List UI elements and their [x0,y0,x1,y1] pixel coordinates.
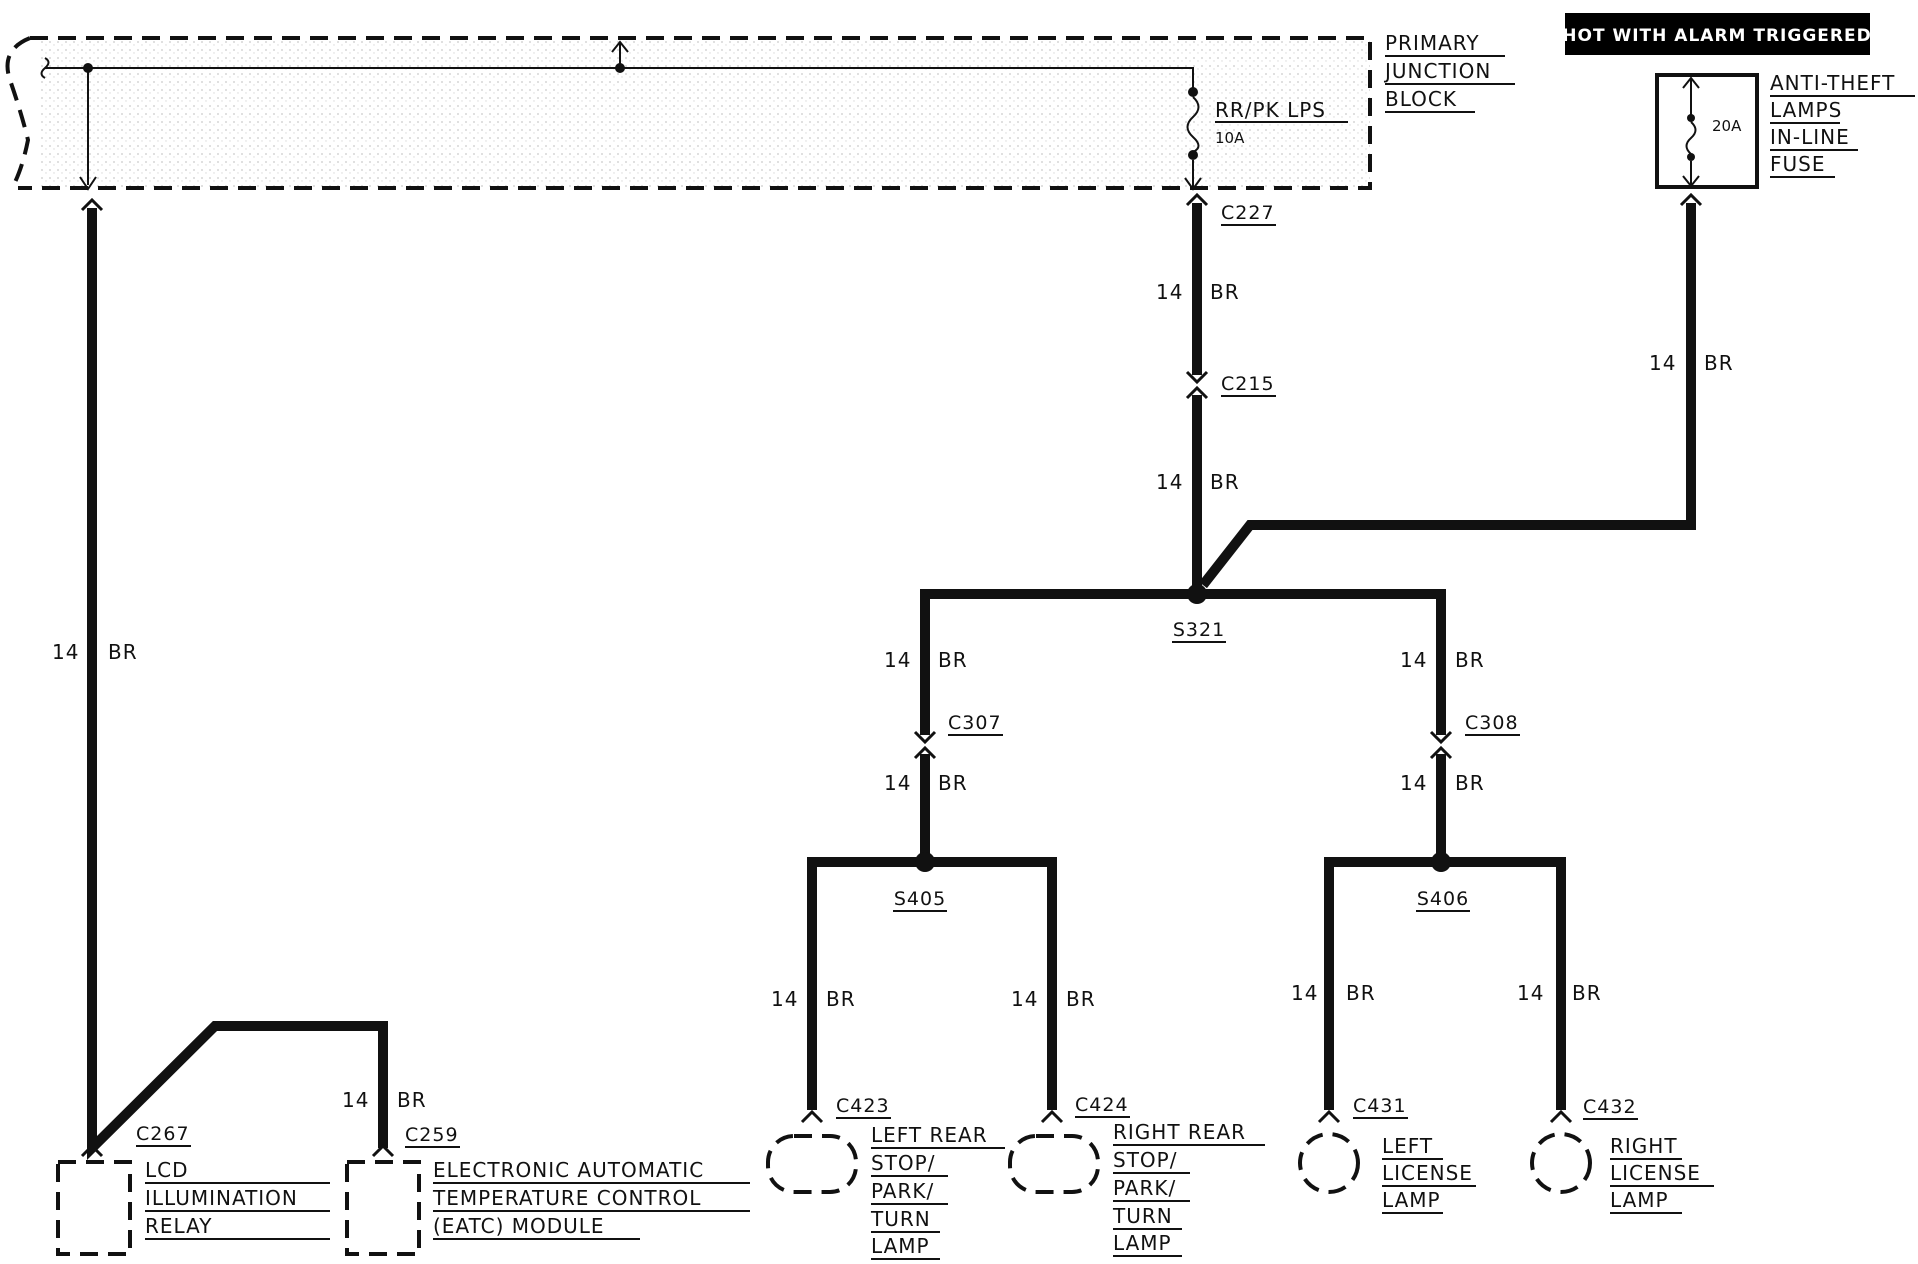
wire-color: BR [1346,981,1376,1005]
right-license-label-2: LICENSE [1610,1161,1701,1185]
junction-block-label-3: BLOCK [1385,87,1457,111]
right-rear-label-1: RIGHT REAR [1113,1120,1246,1144]
inline-connector-marks [913,370,1453,760]
left-license-lamp-label: LEFT LICENSE LAMP [1382,1134,1476,1214]
wire-color: BR [1210,470,1240,494]
splice-s406-dot [1431,852,1451,872]
primary-junction-block: RR/PK LPS 10A PRIMARY JUNCTION BLOCK [5,31,1515,191]
wire-gauge: 14 [1400,771,1427,795]
splice-s321-dot [1187,584,1207,604]
left-rear-label-4: TURN [870,1207,931,1231]
connector-c308: C308 [1465,712,1519,734]
right-license-label-1: RIGHT [1610,1134,1678,1158]
left-license-label-2: LICENSE [1382,1161,1473,1185]
right-license-lamp-label: RIGHT LICENSE LAMP [1610,1134,1714,1214]
inline-fuse: 20A ANTI-THEFT LAMPS IN-LINE FUSE [1655,71,1915,189]
wire-color: BR [938,648,968,672]
wire-gauge: 14 [1156,470,1183,494]
right-rear-lamp-label: RIGHT REAR STOP/ PARK/ TURN LAMP [1112,1120,1265,1257]
splice-s406: S406 [1417,888,1469,910]
wires [87,203,1696,1161]
eatc-module-box [345,1160,421,1256]
connector-c423: C423 [836,1095,890,1117]
wire-color: BR [108,640,138,664]
right-rear-label-4: TURN [1112,1204,1173,1228]
wire-gauge: 14 [342,1088,369,1112]
lcd-relay-box [56,1160,132,1256]
left-rear-label-2: STOP/ [871,1151,935,1175]
wire-gauge: 14 [1291,981,1318,1005]
left-rear-label-5: LAMP [871,1234,930,1258]
lcd-label-3: RELAY [145,1214,212,1238]
wire-gauge: 14 [771,987,798,1011]
connector-c267: C267 [136,1123,190,1145]
wire-gauge: 14 [884,771,911,795]
wire-labels: 14 BR 14 BR 14 BR 14 BR 14 BR 14 BR 14 B… [52,280,1734,1112]
alarm-banner: HOT WITH ALARM TRIGGERED [1562,13,1871,55]
wire-color: BR [1455,771,1485,795]
splice-s405: S405 [894,888,946,910]
connector-c227: C227 [1221,202,1275,224]
connector-labels: C227 C215 S321 C307 C308 S405 S406 C267 … [136,202,1638,1148]
left-rear-lamp-symbol [766,1134,858,1194]
right-rear-label-2: STOP/ [1113,1148,1177,1172]
left-rear-label-3: PARK/ [871,1179,934,1203]
right-license-label-3: LAMP [1610,1188,1669,1212]
wire-gauge: 14 [1400,648,1427,672]
wire-gauge: 14 [1517,981,1544,1005]
wire-gauge: 14 [52,640,79,664]
lcd-label-2: ILLUMINATION [145,1186,298,1210]
eatc-label-2: TEMPERATURE CONTROL [432,1186,701,1210]
connector-c431: C431 [1353,1095,1407,1117]
wire-gauge: 14 [884,648,911,672]
eatc-module-label: ELECTRONIC AUTOMATIC TEMPERATURE CONTROL… [432,1158,750,1240]
lcd-relay-label: LCD ILLUMINATION RELAY [145,1158,330,1240]
wire-color: BR [1210,280,1240,304]
right-rear-label-5: LAMP [1113,1231,1172,1255]
left-license-label-3: LAMP [1382,1188,1441,1212]
wire-color: BR [1066,987,1096,1011]
component-pins [80,1109,1573,1158]
connector-c307: C307 [948,712,1002,734]
connector-c424: C424 [1075,1094,1129,1116]
wire-color: BR [1455,648,1485,672]
junction-block-label-2: JUNCTION [1383,59,1491,83]
left-license-label-1: LEFT [1382,1134,1433,1158]
alarm-banner-text: HOT WITH ALARM TRIGGERED [1562,26,1871,46]
right-rear-lamp-symbol [1008,1134,1100,1194]
inline-fuse-label-4: FUSE [1770,152,1825,176]
jb-pins [80,192,1703,212]
wire-color: BR [397,1088,427,1112]
connector-c432: C432 [1583,1096,1637,1118]
wire-color: BR [826,987,856,1011]
right-rear-label-3: PARK/ [1113,1176,1176,1200]
jb-fuse-rating: 10A [1215,129,1245,147]
inline-fuse-label-2: LAMPS [1770,98,1842,122]
wire-color: BR [938,771,968,795]
wire-gauge: 14 [1649,351,1676,375]
connector-c215: C215 [1221,373,1275,395]
left-rear-lamp-label: LEFT REAR STOP/ PARK/ TURN LAMP [870,1123,1005,1260]
connector-c259: C259 [405,1124,459,1146]
splice-s405-dot [915,852,935,872]
jb-fuse-name: RR/PK LPS [1215,98,1326,122]
wire-color: BR [1572,981,1602,1005]
lcd-label-1: LCD [145,1158,189,1182]
left-rear-label-1: LEFT REAR [871,1123,988,1147]
inline-fuse-label-1: ANTI-THEFT [1770,71,1895,95]
left-license-lamp-symbol [1298,1132,1360,1194]
inline-fuse-label-3: IN-LINE [1770,125,1850,149]
wire-color: BR [1704,351,1734,375]
inline-fuse-rating: 20A [1712,117,1742,135]
junction-block-label-1: PRIMARY [1385,31,1480,55]
eatc-label-1: ELECTRONIC AUTOMATIC [433,1158,704,1182]
wire-gauge: 14 [1011,987,1038,1011]
right-license-lamp-symbol [1530,1132,1592,1194]
eatc-label-3: (EATC) MODULE [433,1214,605,1238]
splice-s321: S321 [1173,619,1225,641]
wire-gauge: 14 [1156,280,1183,304]
